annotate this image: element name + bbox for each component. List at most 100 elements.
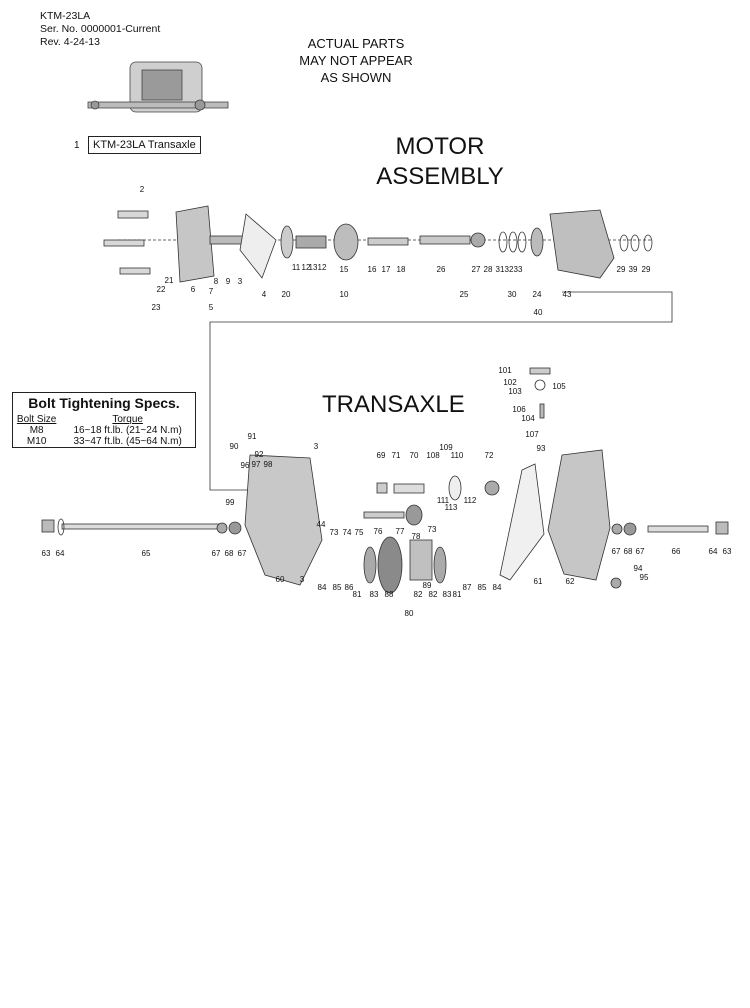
ring-24 bbox=[530, 227, 544, 257]
motor-callout-22: 22 bbox=[157, 285, 166, 294]
shaft-26 bbox=[419, 235, 471, 245]
motor-end-cover bbox=[175, 205, 215, 283]
motor-callout-33: 33 bbox=[514, 265, 523, 274]
transaxle-callout-74: 74 bbox=[343, 528, 352, 537]
transaxle-callout-80: 80 bbox=[405, 609, 414, 618]
kit-label-box: KTM-23LA Transaxle bbox=[88, 136, 201, 154]
transaxle-callout-64: 64 bbox=[709, 547, 718, 556]
transaxle-callout-64: 64 bbox=[56, 549, 65, 558]
transaxle-parts bbox=[41, 367, 729, 594]
motor-callout-6: 6 bbox=[191, 285, 196, 294]
motor-callout-25: 25 bbox=[460, 290, 469, 299]
notice-line-1: ACTUAL PARTS bbox=[307, 36, 405, 51]
motor-callout-31: 31 bbox=[496, 265, 505, 274]
transaxle-callout-77: 77 bbox=[396, 527, 405, 536]
transaxle-callout-3: 3 bbox=[300, 575, 305, 584]
transaxle-callout-84: 84 bbox=[493, 583, 502, 592]
motor-callout-21: 21 bbox=[165, 276, 174, 285]
bearing-27 bbox=[470, 232, 486, 248]
transaxle-callout-104: 104 bbox=[521, 414, 535, 423]
transaxle-callout-82: 82 bbox=[429, 590, 438, 599]
transaxle-callout-102: 102 bbox=[503, 378, 517, 387]
cylinder-block-15 bbox=[333, 223, 359, 261]
transaxle-callout-70: 70 bbox=[410, 451, 419, 460]
transaxle-title: TRANSAXLE bbox=[322, 391, 465, 418]
motor-callout-12: 12 bbox=[318, 263, 327, 272]
torque-header: Torque bbox=[112, 414, 143, 425]
motor-callout-32: 32 bbox=[505, 265, 514, 274]
transaxle-callout-83: 83 bbox=[370, 590, 379, 599]
housing-62 bbox=[547, 449, 611, 581]
transaxle-callout-68: 68 bbox=[225, 549, 234, 558]
bearing-72 bbox=[484, 480, 500, 496]
motor-callout-27: 27 bbox=[472, 265, 481, 274]
transaxle-callout-73: 73 bbox=[428, 525, 437, 534]
housing-60 bbox=[244, 454, 323, 586]
transaxle-callout-73: 73 bbox=[330, 528, 339, 537]
transaxle-callout-85: 85 bbox=[478, 583, 487, 592]
pins-16-18 bbox=[367, 237, 409, 246]
motor-callout-9: 9 bbox=[226, 277, 231, 286]
plate-20 bbox=[280, 225, 294, 259]
gasket-61 bbox=[499, 463, 545, 581]
ring-102 bbox=[534, 379, 546, 391]
transaxle-thumbnail bbox=[87, 61, 229, 113]
transaxle-callout-95: 95 bbox=[640, 573, 649, 582]
transaxle-callout-76: 76 bbox=[374, 527, 383, 536]
motor-callout-17: 17 bbox=[382, 265, 391, 274]
motor-callout-39: 39 bbox=[629, 265, 638, 274]
torque-cell: 16~18 ft.lb. (21~24 N.m) bbox=[73, 425, 182, 436]
transaxle-callout-69: 69 bbox=[377, 451, 386, 460]
revision-text: Rev. 4-24-13 bbox=[40, 36, 100, 48]
transaxle-callout-107: 107 bbox=[525, 430, 539, 439]
motor-callout-8: 8 bbox=[214, 277, 219, 286]
transaxle-callout-91: 91 bbox=[248, 432, 257, 441]
diff-carrier-89 bbox=[409, 539, 433, 581]
transaxle-callout-44: 44 bbox=[317, 520, 326, 529]
transaxle-callout-60: 60 bbox=[276, 575, 285, 584]
disc-110 bbox=[448, 475, 462, 501]
transaxle-callout-85: 85 bbox=[333, 583, 342, 592]
plug-95 bbox=[610, 577, 622, 589]
motor-housing-43 bbox=[549, 209, 615, 279]
transaxle-callout-108: 108 bbox=[426, 451, 440, 460]
transaxle-callout-90: 90 bbox=[230, 442, 239, 451]
motor-callout-18: 18 bbox=[397, 265, 406, 274]
transaxle-callout-67: 67 bbox=[212, 549, 221, 558]
transaxle-callout-61: 61 bbox=[534, 577, 543, 586]
motor-callout-16: 16 bbox=[368, 265, 377, 274]
transaxle-callout-96: 96 bbox=[241, 461, 250, 470]
motor-callout-24: 24 bbox=[533, 290, 542, 299]
transaxle-callout-84: 84 bbox=[318, 583, 327, 592]
motor-assembly-title: MOTOR ASSEMBLY bbox=[360, 132, 520, 192]
transaxle-callout-63: 63 bbox=[723, 547, 732, 556]
transaxle-callout-105: 105 bbox=[552, 382, 566, 391]
transaxle-callout-78: 78 bbox=[412, 532, 421, 541]
transaxle-callout-82: 82 bbox=[414, 590, 423, 599]
transaxle-callout-98: 98 bbox=[264, 460, 273, 469]
transaxle-callout-67: 67 bbox=[238, 549, 247, 558]
transaxle-callout-110: 110 bbox=[451, 451, 464, 460]
motor-callout-43: 43 bbox=[563, 290, 572, 299]
washer-64 bbox=[57, 518, 65, 536]
transaxle-callout-63: 63 bbox=[42, 549, 51, 558]
transaxle-callout-75: 75 bbox=[355, 528, 364, 537]
model-text: KTM-23LA bbox=[40, 10, 91, 22]
transaxle-callout-81: 81 bbox=[453, 590, 462, 599]
transaxle-callout-68: 68 bbox=[624, 547, 633, 556]
transaxle-callout-101: 101 bbox=[498, 366, 512, 375]
transaxle-callout-97: 97 bbox=[252, 460, 261, 469]
motor-callout-12: 12 bbox=[302, 263, 311, 272]
transaxle-callout-83: 83 bbox=[443, 590, 452, 599]
part-69 bbox=[376, 482, 388, 494]
notice-line-2: MAY NOT APPEAR bbox=[299, 53, 413, 68]
motor-callout-3: 3 bbox=[238, 277, 243, 286]
pin-106 bbox=[539, 403, 545, 419]
serial-text: Ser. No. 0000001-Current bbox=[40, 23, 161, 35]
parts-notice: ACTUAL PARTS MAY NOT APPEAR AS SHOWN bbox=[286, 35, 426, 86]
motor-callout-4: 4 bbox=[262, 290, 267, 299]
bolt-2 bbox=[117, 210, 149, 219]
ring-gear-88 bbox=[377, 536, 403, 594]
